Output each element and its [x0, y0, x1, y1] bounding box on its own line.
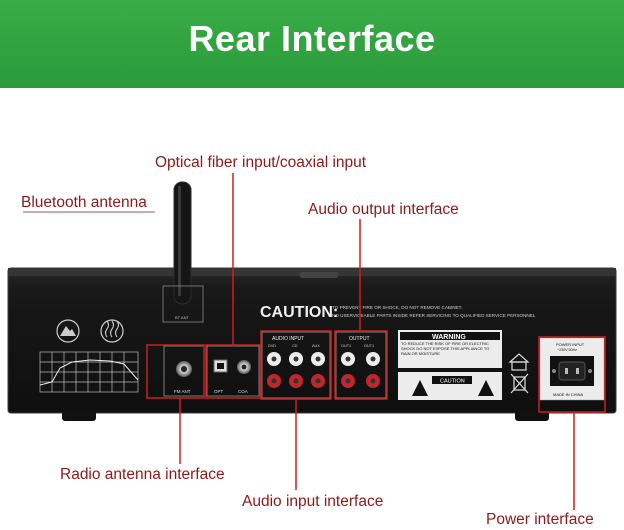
- input-col-2: CD: [292, 344, 298, 348]
- power-socket: POWER INPUT ~230V 50Hz MADE IN CHINA: [539, 337, 605, 401]
- input-col-3: AUX: [312, 344, 320, 348]
- bluetooth-antenna: [173, 181, 192, 305]
- input-col-1: DVD: [268, 344, 276, 348]
- label-audio-input: Audio input interface: [242, 493, 384, 510]
- label-radio-antenna: Radio antenna interface: [60, 466, 225, 483]
- coa-text: COA: [238, 389, 248, 394]
- foot-left: [62, 411, 96, 421]
- logo-heat-icon: [100, 319, 124, 343]
- header-banner: Rear Interface: [0, 0, 624, 88]
- bt-ant-plate: [162, 285, 204, 323]
- audio-input-panel: AUDIO INPUT DVD CD AUX: [261, 331, 331, 399]
- chassis: [7, 267, 617, 414]
- caution-title: CAUTION:: [260, 304, 338, 321]
- graph-pattern: [39, 351, 139, 393]
- made-in-text: MADE IN CHINA: [553, 392, 584, 397]
- bt-ant-text: BT ANT: [175, 315, 189, 320]
- label-bluetooth-antenna: Bluetooth antenna: [21, 194, 147, 211]
- label-optical-coaxial: Optical fiber input/coaxial input: [155, 154, 367, 171]
- output-col-1: OUT1: [341, 344, 351, 348]
- page-title: Rear Interface: [188, 18, 436, 59]
- label-audio-output: Audio output interface: [308, 201, 459, 218]
- caution-line-1: TO PREVENT FIRE OR SHOCK, DO NOT REMOVE …: [332, 305, 462, 310]
- audio-input-text: AUDIO INPUT: [272, 336, 304, 342]
- output-col-2: OUT1: [364, 344, 374, 348]
- bin-disposal-icon: [510, 373, 529, 394]
- fm-ant-text: FM ANT: [174, 389, 191, 394]
- output-text: OUTPUT: [349, 336, 370, 342]
- opt-text: OPT: [214, 389, 224, 394]
- logo-mountain-icon: [56, 319, 80, 343]
- pointer-annotations: [23, 173, 606, 510]
- house-icon: [508, 353, 530, 371]
- power-rating-text: ~230V 50Hz: [557, 348, 577, 352]
- warning-title: WARNING: [432, 334, 466, 341]
- caution-line-2: NO USERVICEABLE PARTS INSIDE REFER SERVI…: [332, 313, 536, 318]
- warning-text: TO REDUCE THE RISK OF FIRE OR ELECTRIC S…: [401, 341, 490, 356]
- label-power: Power interface: [486, 511, 594, 528]
- power-input-text: POWER INPUT: [556, 342, 585, 347]
- small-caution-label: CAUTION: [398, 372, 502, 400]
- warning-label: WARNING TO REDUCE THE RISK OF FIRE OR EL…: [398, 330, 502, 368]
- small-caution-text: CAUTION: [440, 379, 465, 385]
- coaxial-jack: COA: [237, 360, 251, 394]
- foot-right: [515, 411, 549, 421]
- audio-output-panel: OUTPUT OUT1 OUT1: [335, 331, 387, 399]
